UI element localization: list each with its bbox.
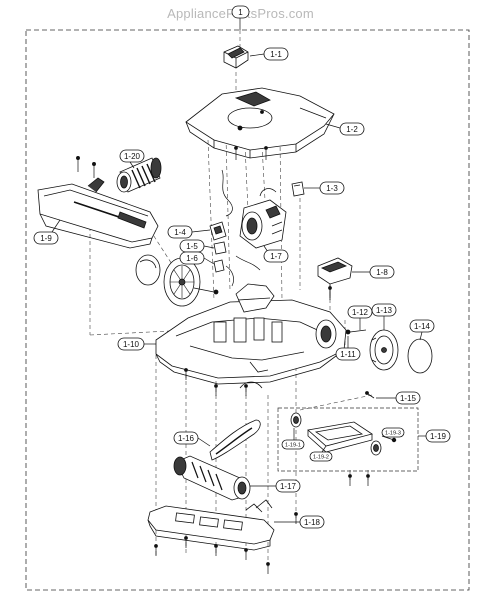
callout-1-6: 1-6 [186, 254, 198, 263]
callout-1-2: 1-2 [346, 125, 358, 134]
callout-1-17: 1-17 [280, 482, 297, 491]
callout-1-3: 1-3 [326, 184, 338, 193]
callout-1-11: 1-11 [340, 350, 356, 359]
part-axle [345, 329, 367, 335]
part-brush-roll [173, 455, 251, 501]
callout-1-9: 1-9 [40, 234, 52, 243]
callout-1-4: 1-4 [174, 228, 186, 237]
part-switch [209, 221, 227, 255]
callout-1-10: 1-10 [123, 340, 140, 349]
callout-1-7: 1-7 [270, 252, 282, 261]
part-spring-pin [365, 391, 375, 399]
part-drive-belt [209, 419, 261, 461]
callout-1-16: 1-16 [178, 434, 195, 443]
part-right-wheel-cap [407, 338, 433, 374]
part-hose-filter [116, 157, 162, 193]
part-agitator-housing [290, 412, 397, 456]
callout-1-15: 1-15 [400, 394, 417, 403]
part-screws-handle [76, 156, 96, 178]
callout-1-18: 1-18 [304, 518, 321, 527]
part-top-cover [185, 87, 335, 159]
callout-1-19-1: 1-19-1 [285, 443, 301, 449]
part-handle-release-knob [223, 45, 249, 69]
part-left-wheel [163, 257, 219, 307]
callout-1-5: 1-5 [186, 242, 198, 251]
callout-1-20: 1-20 [124, 152, 141, 161]
part-height-latch [317, 257, 353, 300]
callout-1-19: 1-19 [430, 432, 447, 441]
part-left-wheel-cap [135, 254, 161, 286]
part-screws-base [154, 146, 370, 574]
callout-1-19-2: 1-19-2 [313, 455, 329, 461]
callout-1: 1 [238, 8, 243, 17]
subassembly-frame [277, 407, 419, 472]
part-base-housing [155, 283, 347, 389]
callout-1-1: 1-1 [270, 50, 282, 59]
part-right-wheel [369, 329, 399, 371]
callout-1-14: 1-14 [414, 322, 431, 331]
part-bottom-plate [147, 499, 275, 551]
part-cord-clip [291, 181, 305, 197]
part-handle-grip [37, 177, 159, 249]
callout-labels: 1 1-1 1-2 1-3 1-4 1-5 1-6 1-7 1-8 1-9 1-… [40, 8, 446, 527]
assembly-frame [25, 29, 470, 591]
callout-1-19-3: 1-19-3 [385, 431, 401, 437]
part-wire-harness [221, 169, 261, 287]
callout-1-12: 1-12 [352, 308, 369, 317]
callout-1-8: 1-8 [376, 268, 388, 277]
part-connector-pin [213, 259, 225, 273]
callout-1-13: 1-13 [376, 306, 393, 315]
part-motor [239, 188, 287, 249]
callout-ovals [33, 5, 451, 529]
